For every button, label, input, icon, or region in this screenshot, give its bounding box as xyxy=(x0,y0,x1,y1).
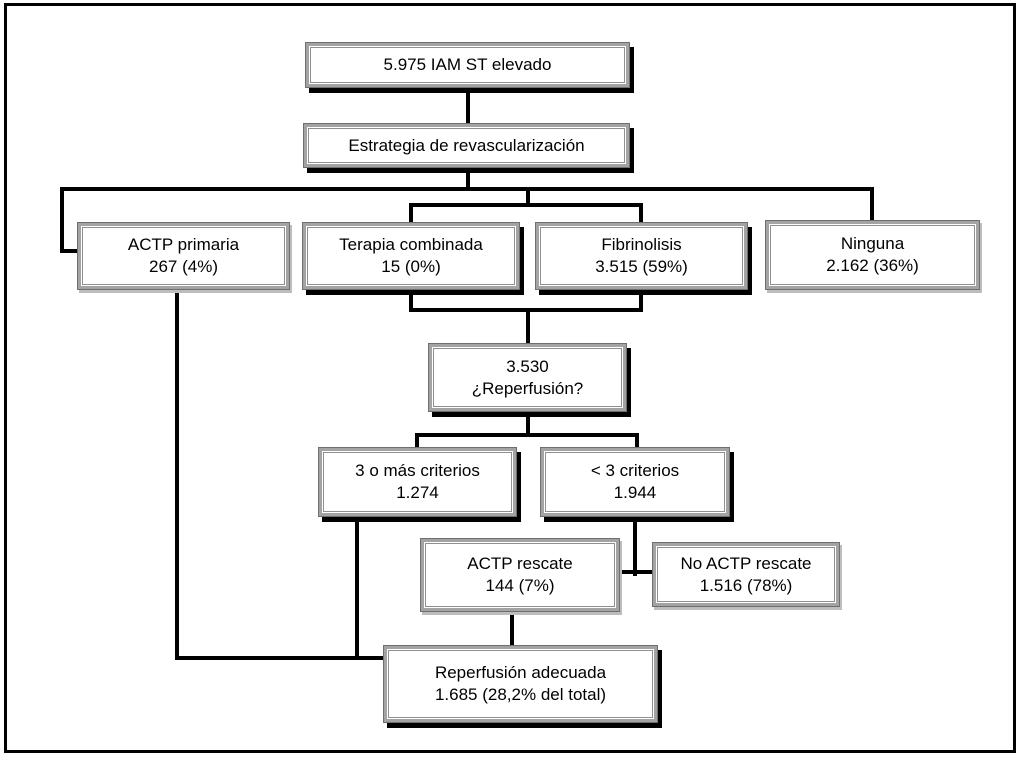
node-value: 2.162 (36%) xyxy=(826,256,919,275)
connector-actp-primaria-down xyxy=(175,290,179,660)
node-ninguna: Ninguna 2.162 (36%) xyxy=(765,220,980,290)
connector-terapia-out xyxy=(409,290,413,312)
node-reperfusion-pregunta: 3.530 ¿Reperfusión? xyxy=(428,343,627,412)
connector-fibrinolisis-drop xyxy=(639,203,643,222)
node-iam-st-elevado: 5.975 IAM ST elevado xyxy=(305,42,630,88)
node-label: Terapia combinada xyxy=(339,235,483,254)
connector-criterios3-drop xyxy=(415,433,419,447)
node-label: Reperfusión adecuada xyxy=(434,663,607,682)
node-terapia-combinada: Terapia combinada 15 (0%) xyxy=(302,222,520,290)
node-fibrinolisis: Fibrinolisis 3.515 (59%) xyxy=(535,222,748,290)
node-value: 1.685 (28,2% del total) xyxy=(434,685,607,704)
connector-iam-estrategia xyxy=(466,88,470,123)
node-value: 267 (4%) xyxy=(149,257,218,276)
node-value: 144 (7%) xyxy=(485,576,555,595)
connector-criterioslt3-drop xyxy=(635,433,639,447)
node-value: 15 (0%) xyxy=(381,257,441,276)
node-value: 1.274 xyxy=(396,483,439,502)
node-estrategia-revascularizacion: Estrategia de revascularización xyxy=(303,123,630,168)
node-label: 3.530 xyxy=(506,356,549,376)
connector-rescate-tee xyxy=(618,570,654,574)
connector-estrategia-stem xyxy=(466,168,470,191)
node-text: 5.975 IAM ST elevado xyxy=(383,55,552,74)
node-value: 3.515 (59%) xyxy=(595,257,688,276)
outer-frame-border xyxy=(4,3,1016,753)
node-label: Ninguna xyxy=(840,234,905,253)
connector-reperfusion-out xyxy=(526,412,530,437)
connector-sub-branch-horizontal xyxy=(409,203,643,207)
node-actp-primaria: ACTP primaria 267 (4%) xyxy=(77,222,290,290)
connector-ninguna-drop xyxy=(870,187,874,220)
connector-fibrinolisis-out xyxy=(639,290,643,312)
connector-rescate-out xyxy=(510,612,514,645)
connector-main-branch-horizontal xyxy=(60,187,874,191)
node-label: No ACTP rescate xyxy=(680,553,812,573)
connector-sub-branch-stem xyxy=(526,187,530,207)
node-reperfusion-adecuada: Reperfusión adecuada 1.685 (28,2% del to… xyxy=(383,645,658,723)
node-text: Estrategia de revascularización xyxy=(348,135,585,155)
connector-criterioslt3-down xyxy=(633,517,637,576)
node-value: 1.516 (78%) xyxy=(699,575,793,595)
node-label: ACTP rescate xyxy=(467,554,573,573)
connector-final-horizontal xyxy=(175,656,385,660)
node-no-actp-rescate: No ACTP rescate 1.516 (78%) xyxy=(652,542,840,607)
node-actp-rescate: ACTP rescate 144 (7%) xyxy=(420,538,620,612)
node-value: 1.944 xyxy=(613,483,657,502)
connector-reperfusion-in xyxy=(526,308,530,343)
node-tres-o-mas-criterios: 3 o más criterios 1.274 xyxy=(318,447,517,517)
connector-criterios-horizontal xyxy=(415,433,639,437)
node-menos-de-tres-criterios: < 3 criterios 1.944 xyxy=(540,447,730,517)
connector-actp-primaria-entry xyxy=(60,249,80,253)
node-label: 3 o más criterios xyxy=(355,461,480,480)
node-value: ¿Reperfusión? xyxy=(471,378,584,398)
connector-terapia-drop xyxy=(409,203,413,222)
connector-actp-primaria-drop xyxy=(60,187,64,253)
node-label: ACTP primaria xyxy=(127,235,240,254)
node-label: < 3 criterios xyxy=(590,461,680,480)
connector-criterios3-down xyxy=(355,517,359,660)
node-label: Fibrinolisis xyxy=(601,235,682,254)
